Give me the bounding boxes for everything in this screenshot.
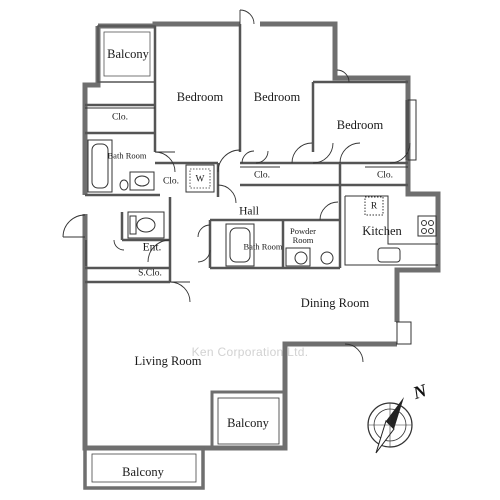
bath-1-fixtures [87,139,155,193]
washer-label: W [195,174,205,185]
toilet-fixture [127,211,165,239]
bedroom-2-label: Bedroom [253,89,301,104]
shoe-closet-label: S.Clo. [138,268,162,279]
balcony-bottom-label: Balcony [122,464,164,479]
kitchen-label: Kitchen [362,223,402,238]
closet-2-label: Clo. [162,176,180,187]
closet-3-label: Clo. [253,170,271,181]
balcony-top-label: Balcony [107,46,149,61]
balcony-bottom-outline [83,446,205,490]
windows [85,99,417,345]
refrigerator-label: R [370,201,378,212]
bedroom-3-label: Bedroom [336,117,384,132]
dining-room-label: Dining Room [300,295,370,310]
kitchen-fixtures [344,195,438,266]
closet-4-label: Clo. [376,170,394,181]
bath-room-2-label: Bath Room [243,241,283,252]
bath-room-1-label: Bath Room [107,150,147,161]
hall-label: Hall [239,205,259,218]
balcony-right-label: Balcony [227,415,269,430]
north-arrow-compass-icon [367,397,413,454]
watermark: Ken Corporation Ltd. [191,345,309,359]
living-room-label: Living Room [134,353,202,368]
balcony-right-outline [210,390,287,450]
bedroom-1-label: Bedroom [176,89,224,104]
bath-2-fixtures [225,223,334,267]
powder-room-label: Powder Room [290,226,316,245]
closet-1-label: Clo. [111,112,129,123]
closet-lines [85,107,408,193]
interior-walls [85,24,408,284]
door-swings [62,9,411,363]
entrance-label: Ent. [142,241,162,254]
